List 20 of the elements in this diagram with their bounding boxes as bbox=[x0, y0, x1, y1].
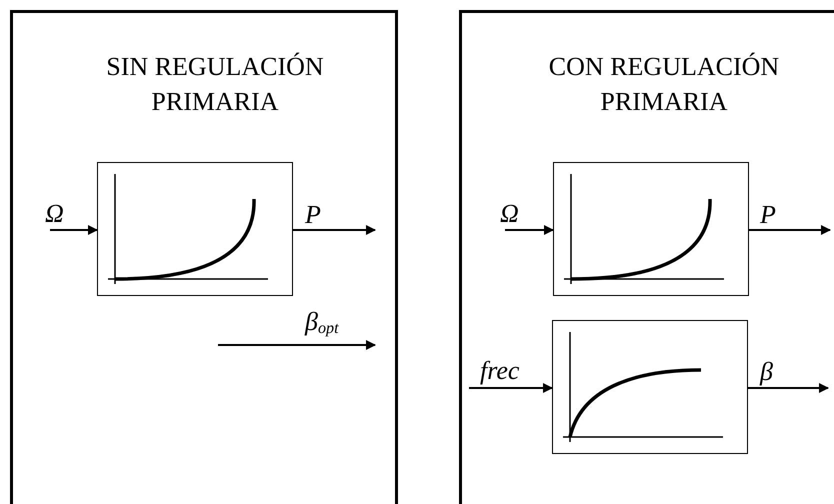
block-box bbox=[97, 162, 293, 296]
edge-label: β bbox=[760, 358, 773, 386]
edge-label: Ω bbox=[45, 200, 64, 228]
block-box bbox=[553, 162, 749, 296]
panel-frame bbox=[10, 10, 398, 504]
edge-label: Ω bbox=[500, 200, 519, 228]
block-box bbox=[552, 320, 748, 454]
arrow bbox=[469, 383, 553, 393]
edge-label: P bbox=[760, 201, 776, 229]
panel-heading: CON REGULACIÓN PRIMARIA bbox=[548, 51, 780, 118]
arrow bbox=[749, 225, 831, 235]
edge-label: frec bbox=[480, 357, 520, 385]
arrow bbox=[50, 225, 98, 235]
panel-frame bbox=[459, 10, 834, 504]
panel-heading: SIN REGULACIÓN PRIMARIA bbox=[105, 51, 325, 118]
edge-label: P bbox=[305, 201, 321, 229]
arrow bbox=[748, 383, 829, 393]
arrow bbox=[293, 225, 376, 235]
arrow bbox=[505, 225, 554, 235]
signal-label: β$_{opt}$ bbox=[305, 308, 339, 336]
